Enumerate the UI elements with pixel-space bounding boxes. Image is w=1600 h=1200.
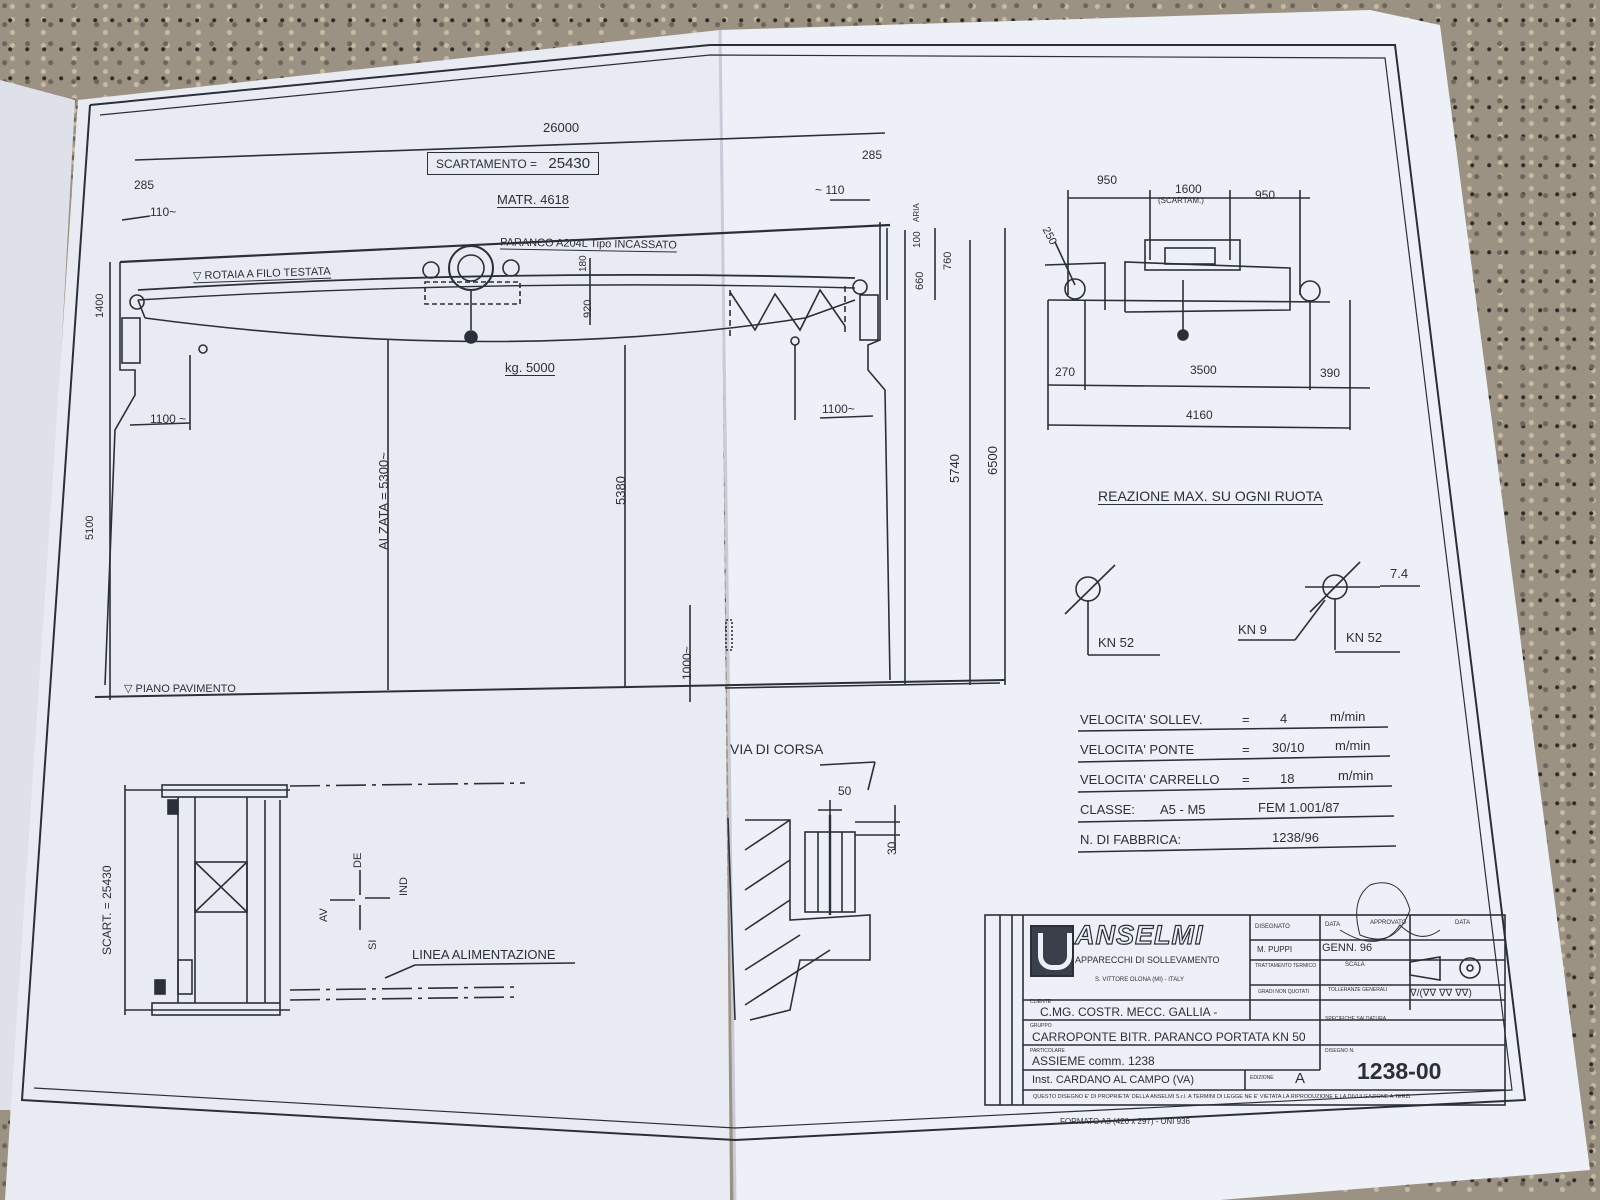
- tb-edizione: EDIZIONE: [1250, 1075, 1274, 1081]
- spec-unit: m/min: [1335, 738, 1371, 753]
- spec-label: VELOCITA' SOLLEV.: [1080, 712, 1203, 727]
- trolley-dim-total: 4160: [1186, 408, 1213, 422]
- tb-tolleranze: TOLLERANZE GENERALI: [1328, 987, 1388, 993]
- runway-title: VIA DI CORSA: [730, 741, 824, 757]
- plan-ind: IND: [398, 877, 410, 896]
- plan-line-label: LINEA ALIMENTAZIONE: [412, 947, 556, 962]
- tb-drawing-number: 1238-00: [1357, 1058, 1442, 1084]
- tb-scala: SCALA: [1345, 962, 1365, 968]
- reaction-right-kn: KN 52: [1346, 630, 1383, 645]
- tb-designer: M. PUPPI: [1257, 945, 1293, 954]
- dim-offset-right: ~ 110: [815, 183, 845, 197]
- spec-label: VELOCITA' CARRELLO: [1080, 772, 1220, 787]
- spec-eq: =: [1242, 772, 1250, 787]
- dim-end-right: 285: [862, 148, 883, 162]
- tb-trattamento: TRATTAMENTO TERMICO: [1255, 963, 1317, 969]
- tb-inst: Inst. CARDANO AL CAMPO (VA): [1032, 1074, 1194, 1086]
- tb-specifiche: SPECIFICHE SALDATURA: [1325, 1016, 1387, 1022]
- spec-value: 30/10: [1272, 740, 1305, 755]
- spec-value: 4: [1280, 711, 1288, 726]
- tb-cliente-label: CLIENTE: [1030, 999, 1052, 1005]
- dim-lift-height: ALZATA = 5300~: [376, 452, 391, 550]
- runway-dim-50: 50: [838, 784, 852, 798]
- trolley-dim-left: 950: [1097, 173, 1118, 187]
- dim-760: 760: [942, 251, 954, 270]
- dim-hook-right: 1100~: [822, 402, 855, 416]
- trolley-dim-right: 950: [1255, 188, 1276, 202]
- spec-value: 18: [1280, 771, 1295, 786]
- spec-label: N. DI FABBRICA:: [1080, 832, 1182, 847]
- spec-label: CLASSE:: [1080, 802, 1135, 817]
- reaction-74: 7.4: [1390, 566, 1409, 581]
- air-label: ARIA: [912, 203, 921, 222]
- spec-eq: =: [1242, 742, 1250, 757]
- floor-label: ▽ PIANO PAVIMENTO: [124, 683, 236, 695]
- tb-gruppo: CARROPONTE BITR. PARANCO PORTATA KN 50: [1032, 1030, 1306, 1044]
- trolley-dim-bottom-right: 390: [1320, 366, 1341, 380]
- company-name: ANSELMI: [1074, 919, 1204, 950]
- dim-5380: 5380: [613, 476, 628, 505]
- company-subtitle: APPARECCHI DI SOLLEVAMENTO: [1075, 955, 1220, 965]
- dim-air-100: 100: [912, 231, 923, 248]
- tb-approvato: APPROVATO: [1370, 920, 1407, 926]
- tb-rights: QUESTO DISEGNO E' DI PROPRIETA' DELLA AN…: [1033, 1094, 1411, 1100]
- rail-span-box: SCARTAMENTO = 25430: [427, 152, 600, 175]
- spec-value: 1238/96: [1272, 830, 1319, 845]
- dim-offset-left: 110~: [150, 205, 177, 219]
- dim-1000: 1000~: [680, 646, 694, 680]
- trolley-dim-middle: 1600: [1175, 182, 1202, 196]
- spec-label: VELOCITA' PONTE: [1080, 742, 1195, 757]
- plan-de: DE: [352, 852, 364, 868]
- tb-rev: A: [1295, 1070, 1306, 1087]
- dim-end-left: 285: [134, 178, 155, 192]
- dim-920: 920: [582, 299, 594, 318]
- tb-date: GENN. 96: [1322, 942, 1373, 954]
- plan-scart: SCART. = 25430: [100, 865, 114, 955]
- tb-disegnato: DISEGNATO: [1255, 924, 1290, 930]
- rail-span-value: 25430: [548, 155, 591, 172]
- company-address: S. VITTORE OLONA (MI) - ITALY: [1095, 977, 1185, 983]
- load-label: kg. 5000: [505, 360, 555, 376]
- plan-si: SI: [367, 939, 379, 950]
- tb-data-2: DATA: [1455, 920, 1471, 926]
- dim-6500: 6500: [985, 446, 1000, 475]
- spec-value: FEM 1.001/87: [1258, 800, 1340, 815]
- tb-data: DATA: [1325, 922, 1341, 928]
- dim-5740: 5740: [947, 454, 962, 483]
- reactions-title: REAZIONE MAX. SU OGNI RUOTA: [1098, 488, 1323, 505]
- trolley-dim-bottom-left: 270: [1055, 365, 1076, 379]
- tb-gradi: GRADI NON QUOTATI: [1258, 989, 1310, 995]
- spec-eq: =: [1242, 712, 1250, 727]
- tb-format: FORMATO A3 (420 x 297) - UNI 936: [1060, 1117, 1190, 1126]
- reaction-left-kn: KN 52: [1098, 635, 1135, 650]
- spec-eq: A5 - M5: [1160, 802, 1206, 817]
- runway-dim-30: 30: [885, 841, 899, 855]
- matr-label: MATR. 4618: [497, 192, 570, 208]
- reaction-kn9: KN 9: [1238, 622, 1267, 637]
- dim-1400: 1400: [94, 293, 106, 318]
- plan-av: AV: [318, 908, 330, 922]
- trolley-dim-bottom-mid: 3500: [1190, 363, 1217, 377]
- tb-gruppo-label: GRUPPO: [1030, 1023, 1052, 1029]
- dim-total-span: 26000: [543, 120, 580, 135]
- rail-span-label: SCARTAMENTO =: [436, 157, 538, 171]
- company-logo: [1030, 925, 1074, 977]
- dim-660: 660: [914, 271, 926, 290]
- trolley-dim-middle-sub: (SCARTAM.): [1158, 196, 1204, 205]
- spec-unit: m/min: [1338, 768, 1374, 783]
- dim-180: 180: [578, 255, 589, 272]
- tb-particolare-label: PARTICOLARE: [1030, 1048, 1065, 1054]
- dim-5100: 5100: [84, 515, 96, 540]
- spec-unit: m/min: [1330, 709, 1366, 724]
- tb-cliente: C.MG. COSTR. MECC. GALLIA -: [1040, 1005, 1218, 1019]
- tb-roughness: ∇/(∇∇ ∇∇ ∇∇): [1410, 988, 1472, 999]
- tb-disegno-label: DISEGNO N.: [1325, 1048, 1355, 1054]
- tb-particolare: ASSIEME comm. 1238: [1032, 1054, 1155, 1068]
- dim-hook-left: 1100 ~: [150, 412, 187, 426]
